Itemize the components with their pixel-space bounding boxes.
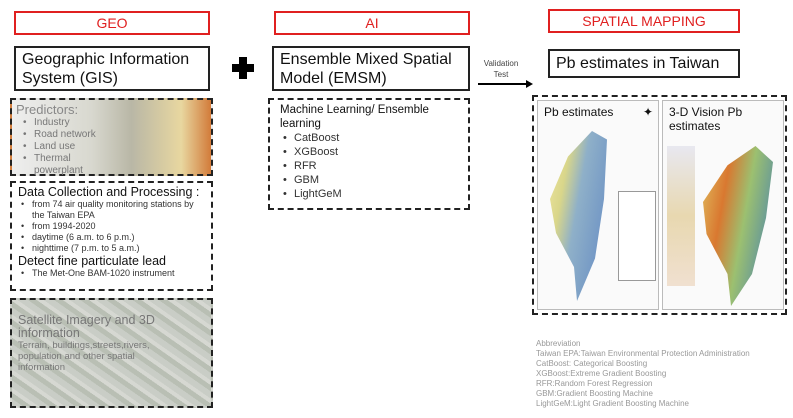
geo-header-label: GEO: [96, 15, 128, 31]
arrow-icon: [478, 83, 528, 85]
predictors-panel: Predictors: Industry Road network Land u…: [10, 98, 213, 176]
map-legend: [618, 191, 656, 281]
spatial-mapping-header: SPATIAL MAPPING: [548, 9, 740, 33]
arrow-head-icon: [526, 80, 533, 88]
ml-item: GBM: [280, 173, 458, 187]
taiwan-3d-map-image: [703, 146, 773, 306]
abbreviation-item: GBM:Gradient Boosting Machine: [536, 389, 653, 398]
data-collection-title: Data Collection and Processing :: [18, 185, 200, 199]
ml-item: CatBoost: [280, 131, 458, 145]
taiwan-map-image: [550, 131, 607, 301]
abbreviation-list: Abbreviation Taiwan EPA:Taiwan Environme…: [536, 339, 750, 409]
ai-header: AI: [274, 11, 470, 35]
ml-item: LightGeM: [280, 187, 458, 201]
data-collection-item: from 1994-2020: [18, 221, 205, 232]
geo-header: GEO: [14, 11, 210, 35]
plus-icon: [232, 57, 254, 79]
satellite-panel: Satellite Imagery and 3D information Ter…: [10, 298, 213, 408]
data-collection-item: daytime (6 a.m. to 6 p.m.): [18, 232, 205, 243]
instrument-item: The Met-One BAM-1020 instrument: [18, 268, 205, 279]
ai-header-label: AI: [365, 15, 379, 31]
3d-map-title: 3-D Vision Pb estimates: [669, 105, 743, 133]
3d-vision-map: 3-D Vision Pb estimates: [662, 100, 784, 310]
predictor-item: Road network: [20, 129, 207, 141]
inset-maps: [667, 146, 695, 286]
pb-estimates-map: Pb estimates ✦: [537, 100, 659, 310]
abbreviation-item: XGBoost:Extreme Gradient Boosting: [536, 369, 667, 378]
satellite-title: Satellite Imagery and 3D information: [18, 313, 155, 340]
predictor-item: Industry: [20, 117, 207, 129]
pb-map-title: Pb estimates: [544, 105, 614, 119]
maps-panel: Pb estimates ✦ 3-D Vision Pb estimates: [532, 95, 787, 315]
abbreviation-item: CatBoost: Categorical Boosting: [536, 359, 648, 368]
validation-line2: Test: [493, 70, 509, 79]
pb-estimates-box: Pb estimates in Taiwan: [548, 49, 740, 78]
ml-panel: Machine Learning/ Ensemble learning CatB…: [268, 98, 470, 210]
predictor-item: Land use: [20, 141, 207, 153]
validation-line1: Validation: [483, 59, 519, 68]
ml-item: RFR: [280, 159, 458, 173]
spatial-header-label: SPATIAL MAPPING: [582, 13, 706, 29]
abbreviation-title: Abbreviation: [536, 339, 581, 348]
satellite-desc: Terrain, buildings,streets,rivers, popul…: [18, 340, 150, 373]
detect-lead-title: Detect fine particulate lead: [18, 254, 167, 268]
data-collection-item: from 74 air quality monitoring stations …: [18, 199, 205, 221]
compass-icon: ✦: [643, 105, 654, 119]
data-collection-panel: Data Collection and Processing : from 74…: [10, 181, 213, 291]
abbreviation-item: LightGeM:Light Gradient Boosting Machine: [536, 399, 689, 408]
ml-item: XGBoost: [280, 145, 458, 159]
predictors-title: Predictors:: [16, 102, 79, 117]
validation-test-label: Validation Test: [480, 58, 522, 80]
abbreviation-item: Taiwan EPA:Taiwan Environmental Protecti…: [536, 349, 750, 358]
abbreviation-item: RFR:Random Forest Regression: [536, 379, 653, 388]
emsm-box: Ensemble Mixed Spatial Model (EMSM): [272, 46, 470, 91]
data-collection-item: nighttime (7 p.m. to 5 a.m.): [18, 243, 205, 254]
ml-title: Machine Learning/ Ensemble learning: [280, 104, 429, 130]
predictor-item: Thermal powerplant: [20, 153, 100, 177]
gis-box: Geographic Information System (GIS): [14, 46, 210, 91]
